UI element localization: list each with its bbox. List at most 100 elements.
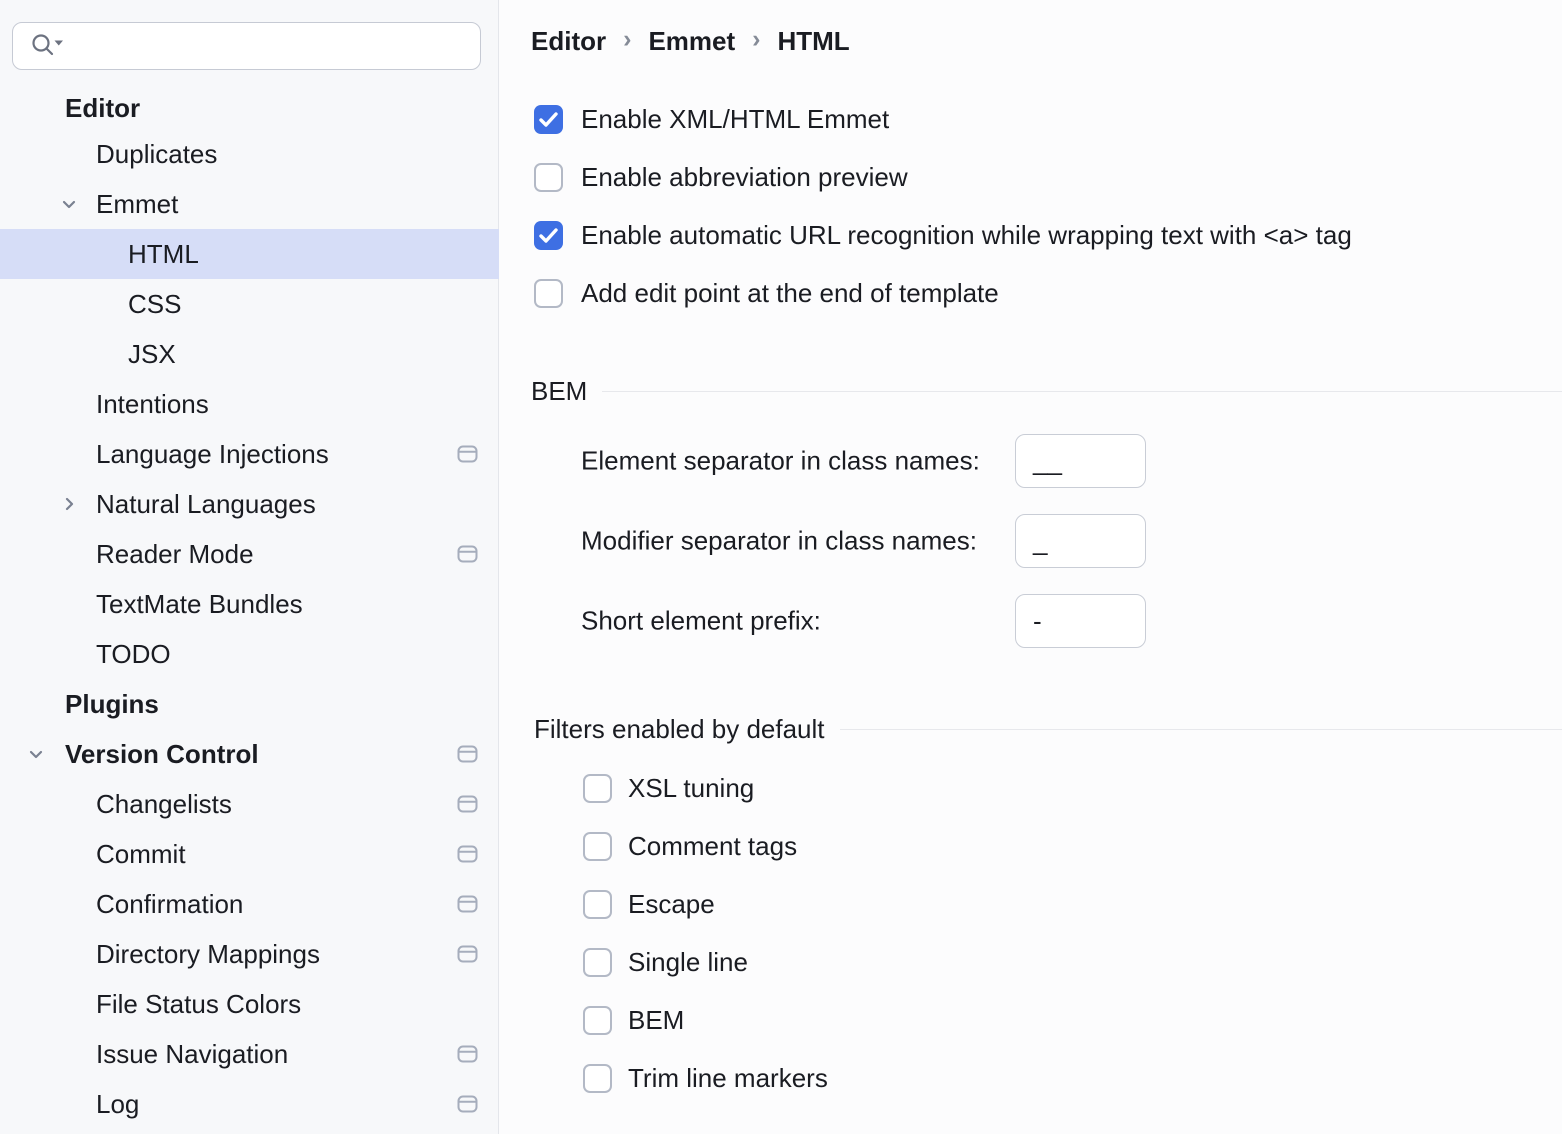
sidebar-item-label: Changelists <box>96 788 232 819</box>
sidebar-item-log[interactable]: Log <box>0 1079 499 1129</box>
sidebar-item-language-injections[interactable]: Language Injections <box>0 429 499 479</box>
option-row-enable-xml-html-emmet: Enable XML/HTML Emmet <box>500 90 1562 148</box>
sidebar-item-editor[interactable]: Editor <box>0 87 499 129</box>
option-row-enable-abbreviation-preview: Enable abbreviation preview <box>500 148 1562 206</box>
sidebar-item-label: Plugins <box>65 688 159 719</box>
chevron-down-icon[interactable] <box>60 195 78 213</box>
chevron-right-icon[interactable] <box>60 495 78 513</box>
sidebar-item-label: Editor <box>65 92 141 123</box>
sidebar-item-plugins[interactable]: Plugins <box>0 679 499 729</box>
sidebar-item-natural-languages[interactable]: Natural Languages <box>0 479 499 529</box>
section-divider <box>839 729 1562 730</box>
sidebar-item-version-control[interactable]: Version Control <box>0 729 499 779</box>
breadcrumb-item-emmet[interactable]: Emmet <box>648 26 736 56</box>
checkbox-label: XSL tuning <box>628 772 755 803</box>
sidebar-item-label: Log <box>96 1088 140 1119</box>
checkbox-label: Trim line markers <box>628 1062 828 1093</box>
checkbox-add-edit-point-at-the-end-of-template[interactable] <box>534 278 563 308</box>
filter-row-trim-line-markers: Trim line markers <box>500 1049 1562 1107</box>
sidebar-item-reader-mode[interactable]: Reader Mode <box>0 529 499 579</box>
sidebar-item-label: Reader Mode <box>96 538 254 569</box>
filters-section-header: Filters enabled by default <box>534 714 1562 745</box>
breadcrumb-separator-icon: › <box>623 25 632 53</box>
breadcrumb-separator-icon: › <box>752 25 761 53</box>
sidebar-item-label: Directory Mappings <box>96 938 320 969</box>
project-level-icon <box>457 895 478 913</box>
checkbox-single-line[interactable] <box>583 947 612 977</box>
sidebar-item-duplicates[interactable]: Duplicates <box>0 129 499 179</box>
project-level-icon <box>457 745 478 763</box>
sidebar-item-label: CSS <box>128 288 182 319</box>
sidebar-item-label: JSX <box>128 338 176 369</box>
sidebar-item-label: Duplicates <box>96 138 218 169</box>
bem-field-row-element-separator-in-class-names: Element separator in class names: __ <box>500 421 1562 501</box>
sidebar-item-intentions[interactable]: Intentions <box>0 379 499 429</box>
search-input[interactable] <box>73 31 480 61</box>
checkbox-label: BEM <box>628 1004 685 1035</box>
project-level-icon <box>457 945 478 963</box>
sidebar-item-directory-mappings[interactable]: Directory Mappings <box>0 929 499 979</box>
checkbox-comment-tags[interactable] <box>583 831 612 861</box>
search-box[interactable] <box>12 22 481 70</box>
checkbox-label: Enable abbreviation preview <box>581 161 908 192</box>
checkbox-enable-xml-html-emmet[interactable] <box>534 104 563 134</box>
search-icon <box>32 34 63 56</box>
sidebar-item-commit[interactable]: Commit <box>0 829 499 879</box>
filters-section-title: Filters enabled by default <box>534 714 825 744</box>
chevron-down-icon[interactable] <box>27 745 45 763</box>
field-label: Element separator in class names: <box>581 445 980 476</box>
sidebar-item-label: Natural Languages <box>96 488 316 519</box>
sidebar-item-css[interactable]: CSS <box>0 279 499 329</box>
project-level-icon <box>457 845 478 863</box>
filter-row-single-line: Single line <box>500 933 1562 991</box>
sidebar-item-textmate-bundles[interactable]: TextMate Bundles <box>0 579 499 629</box>
checkbox-bem[interactable] <box>583 1005 612 1035</box>
checkbox-xsl-tuning[interactable] <box>583 773 612 803</box>
sidebar-item-todo[interactable]: TODO <box>0 629 499 679</box>
sidebar-item-html[interactable]: HTML <box>0 229 499 279</box>
checkbox-enable-automatic-url-recognition-while-wrapping-text-with-a-tag[interactable] <box>534 220 563 250</box>
project-level-icon <box>457 545 478 563</box>
bem-section-header: BEM <box>531 376 1562 407</box>
filter-row-bem: BEM <box>500 991 1562 1049</box>
sidebar-item-file-status-colors[interactable]: File Status Colors <box>0 979 499 1029</box>
breadcrumb-item-editor[interactable]: Editor <box>531 26 607 56</box>
breadcrumb: Editor › Emmet › HTML <box>531 25 850 57</box>
sidebar-item-confirmation[interactable]: Confirmation <box>0 879 499 929</box>
sidebar-item-label: Version Control <box>65 738 259 769</box>
bem-field-row-modifier-separator-in-class-names: Modifier separator in class names: _ <box>500 501 1562 581</box>
option-row-enable-automatic-url-recognition-while-wrapping-text-with-a-tag: Enable automatic URL recognition while w… <box>500 206 1562 264</box>
checkbox-enable-abbreviation-preview[interactable] <box>534 162 563 192</box>
sidebar-item-changelists[interactable]: Changelists <box>0 779 499 829</box>
text-input-short-element-prefix[interactable]: - <box>1015 594 1146 648</box>
checkmark-icon <box>539 227 558 243</box>
checkbox-label: Comment tags <box>628 830 798 861</box>
bem-section-title: BEM <box>531 376 588 406</box>
option-row-add-edit-point-at-the-end-of-template: Add edit point at the end of template <box>500 264 1562 322</box>
checkbox-trim-line-markers[interactable] <box>583 1063 612 1093</box>
sidebar-item-issue-navigation[interactable]: Issue Navigation <box>0 1029 499 1079</box>
text-input-modifier-separator-in-class-names[interactable]: _ <box>1015 514 1146 568</box>
sidebar-item-label: Issue Navigation <box>96 1038 289 1069</box>
sidebar-item-jsx[interactable]: JSX <box>0 329 499 379</box>
checkbox-escape[interactable] <box>583 889 612 919</box>
breadcrumb-item-html[interactable]: HTML <box>777 26 850 56</box>
checkbox-label: Enable XML/HTML Emmet <box>581 103 890 134</box>
sidebar-item-label: Commit <box>96 838 186 869</box>
bem-field-row-short-element-prefix: Short element prefix: - <box>500 581 1562 661</box>
sidebar-item-label: Language Injections <box>96 438 329 469</box>
checkbox-label: Add edit point at the end of template <box>581 277 999 308</box>
checkbox-label: Escape <box>628 888 715 919</box>
text-input-element-separator-in-class-names[interactable]: __ <box>1015 434 1146 488</box>
sidebar-item-label: TextMate Bundles <box>96 588 303 619</box>
field-label: Modifier separator in class names: <box>581 525 977 556</box>
filter-row-comment-tags: Comment tags <box>500 817 1562 875</box>
project-level-icon <box>457 1095 478 1113</box>
field-label: Short element prefix: <box>581 605 821 636</box>
sidebar-item-label: Intentions <box>96 388 209 419</box>
sidebar-item-emmet[interactable]: Emmet <box>0 179 499 229</box>
